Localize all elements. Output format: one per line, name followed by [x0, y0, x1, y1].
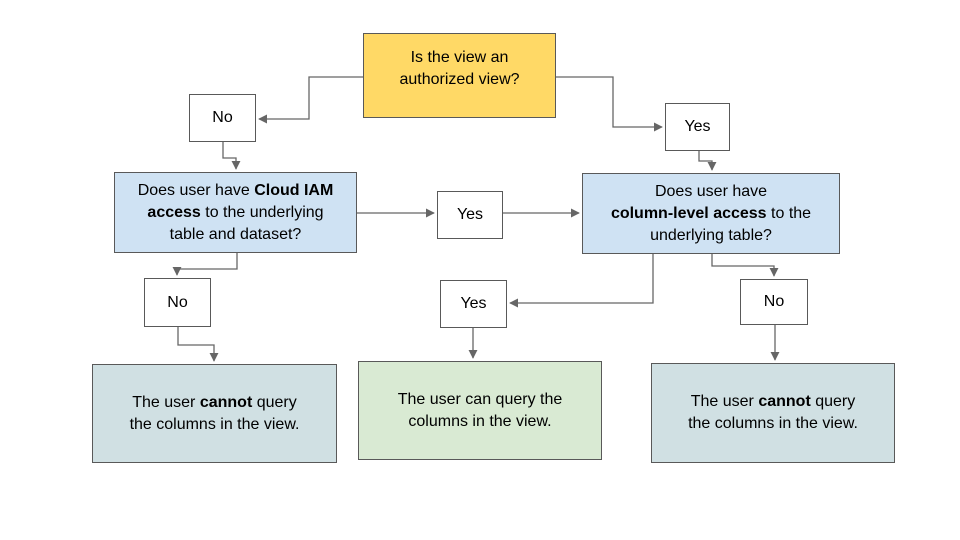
branch-no-lower-right-box: No [740, 279, 808, 325]
branch-yes-top-box: Yes [665, 103, 730, 151]
connector-no-to-cannot-left [177, 327, 219, 362]
branch-yes-lower-box: Yes [440, 280, 507, 328]
connector-root-to-no [258, 76, 363, 124]
connector-column-to-no-lower [711, 254, 779, 277]
connector-yes-to-column-question [698, 151, 717, 171]
branch-no-lower-left-box: No [144, 278, 211, 327]
branch-no-top-box: No [189, 94, 256, 142]
connector-column-to-yes-lower [509, 254, 654, 308]
branch-yes-middle-box: Yes [437, 191, 503, 239]
connector-no-to-iam-question [222, 142, 241, 170]
connector-root-to-yes [556, 76, 663, 132]
connector-iam-to-no-lower [172, 253, 238, 276]
